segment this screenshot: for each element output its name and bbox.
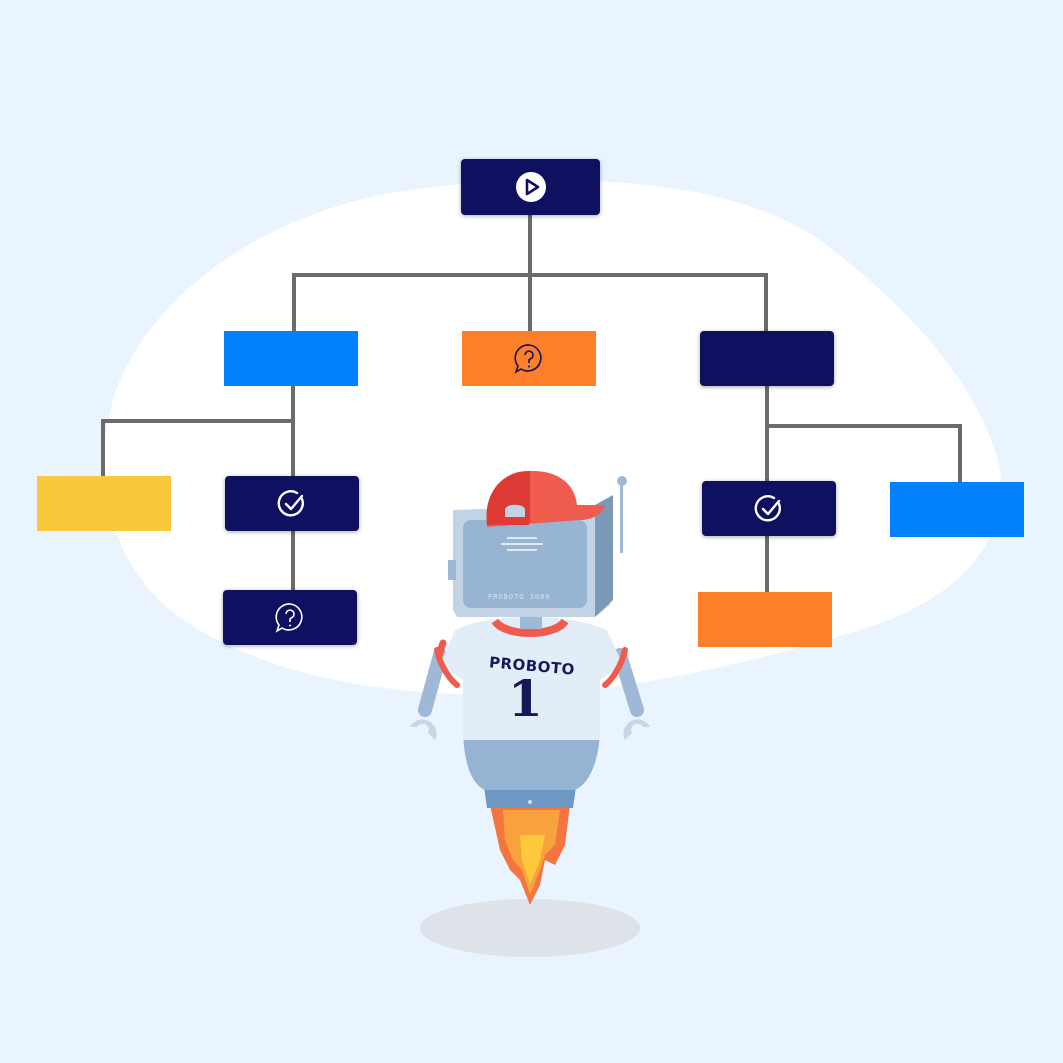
flow-node-level3-left[interactable] [223,590,357,645]
flow-node-level2-right-b[interactable] [890,482,1024,537]
connector-to-level1-left [292,273,296,331]
flow-node-level2-left-a[interactable] [37,476,171,531]
flow-node-level3-right[interactable] [698,592,832,647]
question-bubble-icon [512,342,546,376]
connector-right-horizontal [765,424,962,428]
flow-node-level2-right-a[interactable] [702,481,836,536]
robot-head-label: PROBOTO 3000 [488,593,551,601]
connector-to-level3-left [291,530,295,592]
ground-shadow [420,899,640,957]
flow-node-level2-left-b[interactable] [225,476,359,531]
flow-node-level1-center[interactable] [462,331,596,386]
robot-mascot: PROBOTO 3000 PROBOTO 1 [395,465,675,965]
check-circle-icon [752,492,786,526]
flow-node-root[interactable] [461,159,600,215]
connector-to-level1-center [528,273,532,331]
play-icon [515,171,547,203]
connector-to-level3-right [765,535,769,593]
connector-to-level2-left-a [101,419,105,477]
connector-to-level1-right [764,273,768,331]
connector-left-horizontal [101,419,295,423]
connector-to-level2-right-b [958,424,962,482]
question-bubble-icon [273,601,307,635]
connector-root-down [528,214,532,276]
jersey-number: 1 [508,669,543,728]
flow-node-level1-right[interactable] [700,331,834,386]
connector-right-down [765,385,769,482]
flow-node-level1-left[interactable] [224,331,358,386]
check-circle-icon [275,487,309,521]
connector-left-down [291,385,295,477]
